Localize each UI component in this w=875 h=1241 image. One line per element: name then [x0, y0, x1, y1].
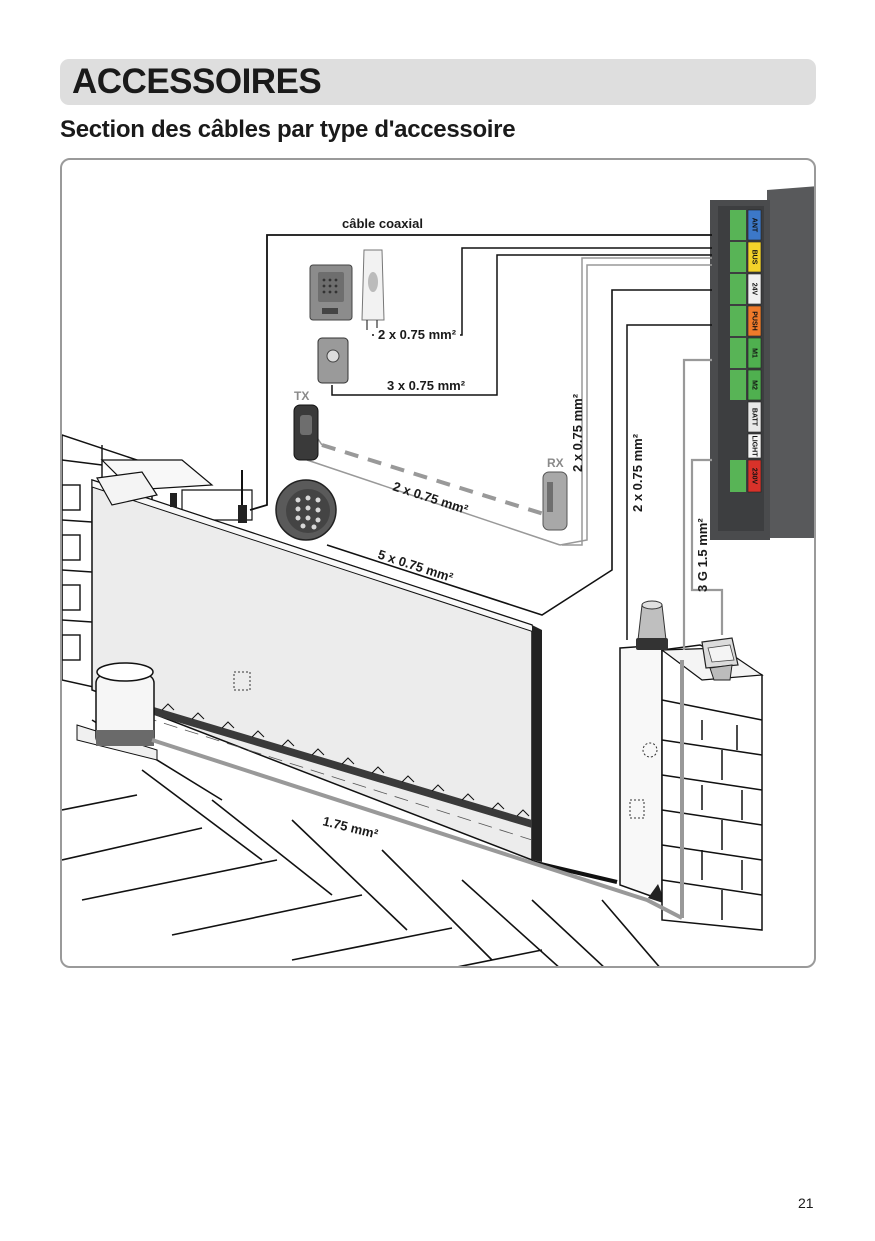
terminal-block-ant [730, 210, 746, 240]
terminal-block-light [730, 434, 746, 458]
terminal-block-batt [730, 402, 746, 432]
terminal-label-24v: 24V [751, 283, 758, 296]
terminal-tab-light [747, 433, 762, 459]
photocell-link-label: 2 x 0.75 mm² [391, 479, 470, 518]
terminal-tab-24v [747, 273, 762, 305]
tx-photocell [293, 404, 319, 461]
tx-label: TX [294, 389, 309, 403]
terminal-label-push: PUSH [751, 311, 758, 330]
terminal-tab-m2 [747, 369, 762, 401]
intercom-panel [309, 264, 353, 321]
terminal-tab-batt [747, 401, 762, 433]
motor-cable-label: 1.75 mm² [321, 813, 380, 841]
rx-photocell [542, 471, 568, 531]
control-box [710, 186, 814, 540]
gate-panel [91, 471, 618, 884]
antenna [238, 470, 247, 523]
terminal-tab-push [747, 305, 762, 337]
coax-cable-label: câble coaxial [342, 216, 423, 231]
terminal-label-m1: M1 [751, 348, 758, 358]
terminal-label-batt: BATT [751, 408, 758, 427]
terminal-label-ant: ANT [751, 218, 758, 233]
rx-vertical-label: 2 x 0.75 mm² [570, 393, 585, 472]
page-title: ACCESSOIRES [72, 62, 322, 101]
floodlight [701, 637, 739, 681]
terminal-block-24v [730, 274, 746, 304]
selector-cable-label: 3 x 0.75 mm² [387, 378, 466, 393]
page-number: 21 [798, 1195, 814, 1211]
ground-grid [62, 719, 660, 966]
rx-label: RX [547, 456, 564, 470]
terminal-tab-230v [747, 459, 762, 493]
right-brick-pillar [660, 644, 764, 931]
key-selector [317, 337, 349, 384]
terminal-label-light: LIGHT [751, 436, 758, 458]
terminal-block-230v [730, 460, 746, 492]
light-vertical-label: 3 G 1.5 mm² [695, 518, 710, 592]
gate-motor [95, 662, 155, 746]
heading-band: ACCESSOIRES [60, 59, 816, 105]
terminal-tab-m1 [747, 337, 762, 369]
terminal-tab-ant [747, 209, 762, 241]
intercom-handset [361, 249, 385, 330]
warning-lamp [636, 600, 668, 650]
terminal-block-bus [730, 242, 746, 272]
terminal-block-push [730, 306, 746, 336]
wiring [151, 234, 724, 920]
intercom-cable-label: 2 x 0.75 mm² [378, 327, 457, 342]
section-title: Section des câbles par type d'accessoire [60, 116, 516, 143]
keypad [275, 479, 337, 541]
lamp-vertical-label: 2 x 0.75 mm² [630, 433, 645, 512]
terminal-tab-bus [747, 241, 762, 273]
terminal-label-m2: M2 [751, 380, 758, 390]
terminal-label-230v: 230V [751, 468, 758, 485]
terminal-label-bus: BUS [751, 250, 758, 265]
right-pillar [619, 644, 666, 904]
terminal-block-m2 [730, 370, 746, 400]
terminal-block-m1 [730, 338, 746, 368]
